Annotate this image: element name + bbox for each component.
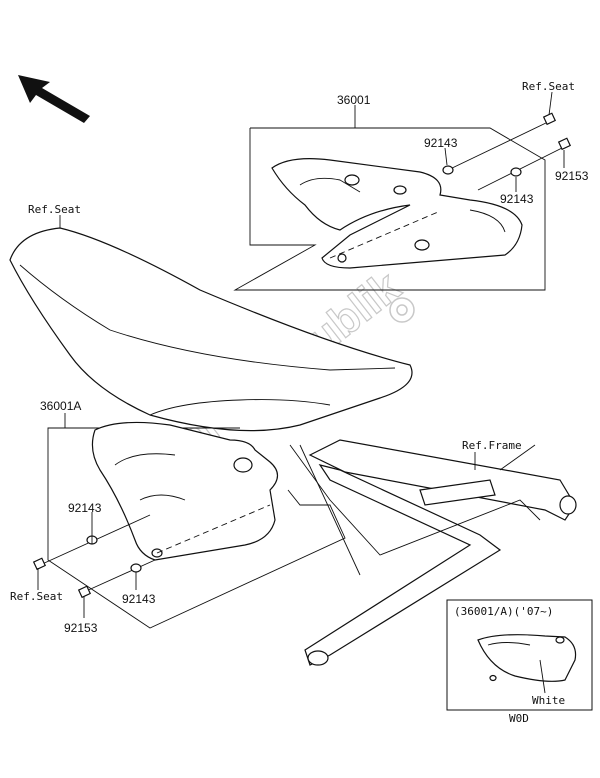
- upper-leaders: [444, 91, 565, 470]
- label-ref-seat-left: Ref.Seat: [28, 203, 81, 216]
- label-ref-frame: Ref.Frame: [462, 439, 522, 452]
- label-washer-bottom-b: 92143: [122, 592, 156, 606]
- rear-frame: [289, 439, 577, 666]
- inset-code-label: W0D: [509, 712, 529, 725]
- label-ref-seat-top: Ref.Seat: [522, 80, 575, 93]
- side-cover-36001A: [91, 421, 279, 561]
- seat: [9, 215, 413, 432]
- label-bolt-top: 92153: [555, 169, 589, 183]
- label-part-36001: 36001: [337, 93, 371, 107]
- washer-icon: [130, 563, 142, 573]
- bolt-icon: [557, 137, 572, 151]
- inset-title: (36001/A)('07~): [454, 605, 553, 618]
- label-part-36001A: 36001A: [40, 399, 81, 413]
- side-cover-36001: [271, 158, 523, 269]
- lower-fasteners: [32, 512, 156, 618]
- label-bolt-bottom: 92153: [64, 621, 98, 635]
- upper-fasteners: [442, 112, 572, 191]
- label-washer-top-a: 92143: [424, 136, 458, 150]
- label-washer-bottom-a: 92143: [68, 501, 102, 515]
- washer-icon: [510, 167, 522, 177]
- label-ref-seat-bottom: Ref.Seat: [10, 590, 63, 603]
- front-direction-arrow-icon: [18, 75, 90, 123]
- bolt-icon: [32, 557, 47, 571]
- gear-icon: [389, 297, 415, 323]
- inset-panel: [446, 599, 593, 711]
- callout-box-36001: [233, 105, 546, 291]
- inset-color-label: White: [532, 694, 565, 707]
- bolt-icon: [542, 112, 557, 126]
- label-washer-top-b: 92143: [500, 192, 534, 206]
- bolt-icon: [77, 585, 92, 599]
- washer-icon: [442, 165, 454, 175]
